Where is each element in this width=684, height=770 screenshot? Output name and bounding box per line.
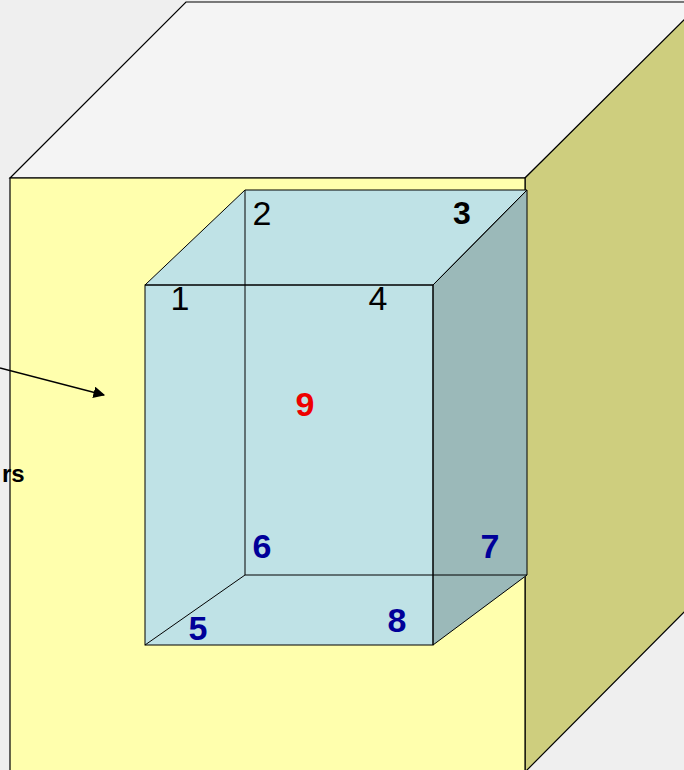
cube-right-face (433, 190, 527, 645)
cube-edge (245, 575, 527, 576)
corner-number: 1 (171, 281, 190, 315)
corner-number: 5 (189, 611, 208, 645)
cube-edge (145, 575, 245, 645)
cube-top-edges (145, 190, 527, 285)
cube-body (145, 190, 527, 645)
cube-edge (245, 190, 246, 575)
corner-number: 3 (453, 197, 471, 229)
corner-number: 8 (388, 603, 407, 637)
block-side-face (525, 14, 684, 770)
corner-number: 6 (253, 529, 272, 563)
pointer-label: rs (2, 462, 25, 486)
corner-number: 2 (253, 196, 272, 230)
corner-number: 7 (481, 529, 500, 563)
center-number: 9 (296, 387, 315, 421)
corner-number: 4 (369, 281, 388, 315)
pointer-arrow (0, 368, 104, 395)
cube-front-edges (145, 285, 433, 645)
